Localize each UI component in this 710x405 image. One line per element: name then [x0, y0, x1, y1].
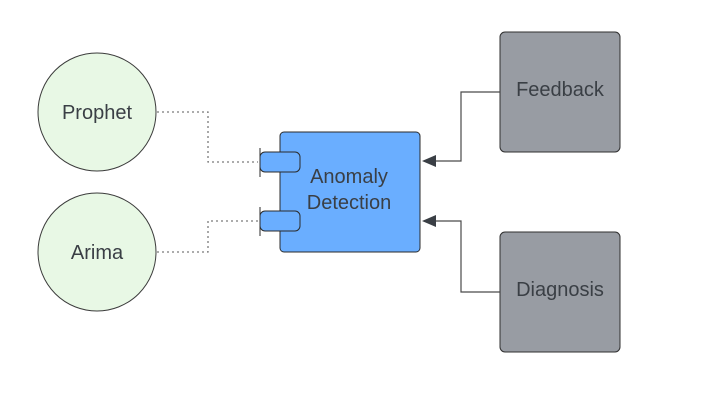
diagnosis-arrow — [422, 215, 500, 293]
prophet-node[interactable]: Prophet — [37, 52, 157, 172]
arima-circle — [37, 192, 157, 312]
arima-connector — [157, 220, 258, 253]
arima-node[interactable]: Arima — [37, 192, 157, 312]
prophet-connector — [157, 111, 258, 163]
prophet-label: Prophet — [62, 102, 132, 124]
diagnosis-label: Diagnosis — [516, 279, 604, 301]
feedback-label: Feedback — [516, 79, 605, 101]
anomaly-detection-label-line2: Detection — [307, 192, 392, 214]
anomaly-detection-label-line1: Anomaly — [310, 166, 388, 188]
anomaly-detection-box — [279, 131, 421, 253]
port-top — [259, 151, 301, 173]
port-bottom — [259, 210, 301, 232]
feedback-arrow — [422, 91, 500, 167]
arima-label: Arima — [71, 242, 124, 264]
diagnosis-node[interactable]: Diagnosis — [499, 231, 621, 353]
prophet-circle — [37, 52, 157, 172]
anomaly-detection-node[interactable]: Anomaly Detection — [259, 131, 421, 253]
feedback-node[interactable]: Feedback — [499, 31, 621, 153]
